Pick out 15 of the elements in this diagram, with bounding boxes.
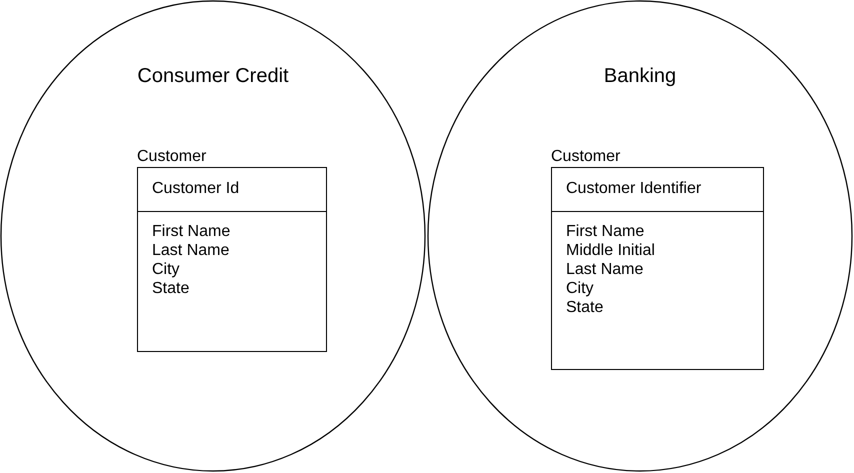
attribute: Middle Initial [566,242,655,259]
entity-name: Customer [137,148,206,165]
key-attribute: Customer Id [152,180,240,197]
context-title: Banking [604,65,676,87]
attribute: Last Name [152,242,230,259]
attribute: First Name [152,223,230,240]
attribute: Last Name [566,261,644,278]
attribute: State [566,299,604,316]
key-attribute: Customer Identifier [566,180,702,197]
attribute: State [152,280,190,297]
entity-name: Customer [551,148,620,165]
attribute: First Name [566,223,644,240]
attribute: City [152,261,180,278]
attribute: City [566,280,594,297]
context-title: Consumer Credit [137,65,289,87]
